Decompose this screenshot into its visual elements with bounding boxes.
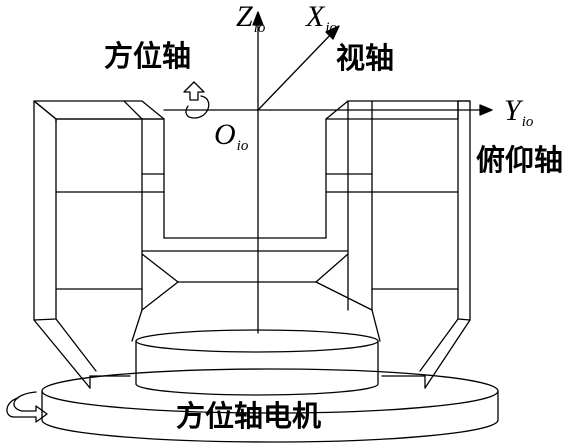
coordinate-axes xyxy=(163,11,493,334)
u-bracket xyxy=(141,237,373,311)
motor-rotation-arrow-icon xyxy=(6,391,48,423)
left-frame xyxy=(33,100,165,389)
x-axis-label: Xio xyxy=(306,0,337,36)
azimuth-motor-base xyxy=(41,368,499,443)
pitch-axis-label: 俯仰轴 xyxy=(476,143,564,177)
rotation-arrow-icon xyxy=(183,81,210,119)
turntable xyxy=(135,329,379,396)
y-axis-label: Yio xyxy=(504,94,534,130)
azimuth-axis-label: 方位轴 xyxy=(104,39,192,73)
right-frame xyxy=(325,100,471,389)
z-axis-label: Zio xyxy=(236,0,266,36)
azimuth-motor-label: 方位轴电机 xyxy=(176,399,322,433)
line-of-sight-axis-label: 视轴 xyxy=(336,41,395,75)
origin-label: Oio xyxy=(214,118,249,154)
